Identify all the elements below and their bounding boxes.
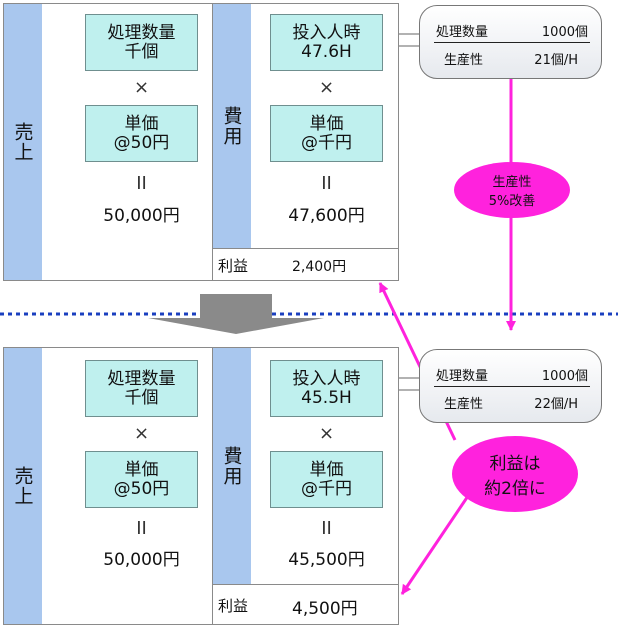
before-cost-equals: II <box>321 172 332 194</box>
after-sales-bar: 売上 <box>4 348 42 624</box>
after-info-volume-label: 処理数量 <box>436 369 489 384</box>
before-sales-times: × <box>133 76 150 98</box>
improvement-ellipse: 生産性 5%改善 <box>454 162 570 218</box>
after-profit-label: 利益 <box>218 597 249 615</box>
after-volume-unit: 千個 <box>124 387 159 408</box>
before-info-volume-row: 処理数量 1000個 <box>436 21 588 40</box>
before-info-bubble: 処理数量 1000個 生産性 21個/H <box>419 5 602 79</box>
after-info-volume-row: 処理数量 1000個 <box>436 365 588 384</box>
before-info-volume-label: 処理数量 <box>436 25 489 40</box>
after-info-bubble: 処理数量 1000個 生産性 22個/H <box>419 349 602 423</box>
before-cost-price-value: @千円 <box>301 132 352 153</box>
after-hours-value: 45.5H <box>301 387 352 408</box>
before-volume-box: 処理数量 千個 <box>85 14 198 71</box>
before-cost-price-box: 単価 @千円 <box>270 105 383 162</box>
after-sales-price-box: 単価 @50円 <box>85 451 198 508</box>
before-profit-row: 利益 2,400円 <box>212 248 399 281</box>
after-cost-total: 45,500円 <box>288 549 365 570</box>
after-cost-times: × <box>318 422 335 444</box>
after-volume-box: 処理数量 千個 <box>85 360 198 417</box>
before-sales-price-title: 単価 <box>124 113 159 134</box>
before-cost-label: 費用 <box>220 106 243 146</box>
before-sales-price-box: 単価 @50円 <box>85 105 198 162</box>
after-cost-price-title: 単価 <box>309 459 344 480</box>
after-hours-box: 投入人時 45.5H <box>270 360 383 417</box>
after-profit-row: 利益 4,500円 <box>212 584 399 625</box>
before-sales-label: 売上 <box>11 122 34 162</box>
after-sales-price-title: 単価 <box>124 459 159 480</box>
improvement-line1: 生産性 <box>492 175 532 190</box>
after-sales-total: 50,000円 <box>103 549 180 570</box>
before-sales-bar: 売上 <box>4 4 42 280</box>
before-cost-price-title: 単価 <box>309 113 344 134</box>
pink-arrow-down-left <box>400 495 470 595</box>
after-hours-title: 投入人時 <box>292 368 361 389</box>
before-info-productivity-label: 生産性 <box>444 53 484 68</box>
before-sales-total: 50,000円 <box>103 205 180 226</box>
after-sales-times: × <box>133 422 150 444</box>
result-ellipse: 利益は 約2倍に <box>452 436 578 512</box>
before-profit-label: 利益 <box>218 257 249 275</box>
after-sales-label: 売上 <box>11 466 34 506</box>
after-cost-price-value: @千円 <box>301 478 352 499</box>
after-sales-price-value: @50円 <box>113 478 170 499</box>
after-info-volume-value: 1000個 <box>541 369 588 384</box>
after-info-productivity-label: 生産性 <box>444 397 484 412</box>
after-volume-title: 処理数量 <box>107 368 176 389</box>
down-arrow-icon <box>148 294 324 334</box>
before-sales-price-value: @50円 <box>113 132 170 153</box>
before-info-productivity-row: 生産性 21個/H <box>444 49 578 68</box>
before-info-productivity-value: 21個/H <box>534 53 578 68</box>
before-volume-unit: 千個 <box>124 41 159 62</box>
before-hours-value: 47.6H <box>301 41 352 62</box>
improvement-line2: 5%改善 <box>488 194 536 209</box>
before-sales-equals: II <box>136 172 147 194</box>
before-cost-times: × <box>318 76 335 98</box>
result-line2: 約2倍に <box>484 479 546 499</box>
after-profit-value: 4,500円 <box>292 599 358 619</box>
after-cost-label: 費用 <box>220 446 243 486</box>
result-line1: 利益は <box>489 454 541 474</box>
after-info-divider <box>434 386 590 387</box>
before-hours-title: 投入人時 <box>292 22 361 43</box>
after-sales-equals: II <box>136 517 147 539</box>
after-cost-price-box: 単価 @千円 <box>270 451 383 508</box>
before-info-divider <box>434 42 590 43</box>
before-hours-box: 投入人時 47.6H <box>270 14 383 71</box>
before-volume-title: 処理数量 <box>107 22 176 43</box>
after-info-productivity-value: 22個/H <box>534 397 578 412</box>
after-cost-bar: 費用 <box>213 348 251 584</box>
before-cost-total: 47,600円 <box>288 205 365 226</box>
before-info-volume-value: 1000個 <box>541 25 588 40</box>
before-profit-value: 2,400円 <box>292 259 347 275</box>
after-info-productivity-row: 生産性 22個/H <box>444 393 578 412</box>
before-cost-bar: 費用 <box>213 4 251 248</box>
after-cost-equals: II <box>321 517 332 539</box>
